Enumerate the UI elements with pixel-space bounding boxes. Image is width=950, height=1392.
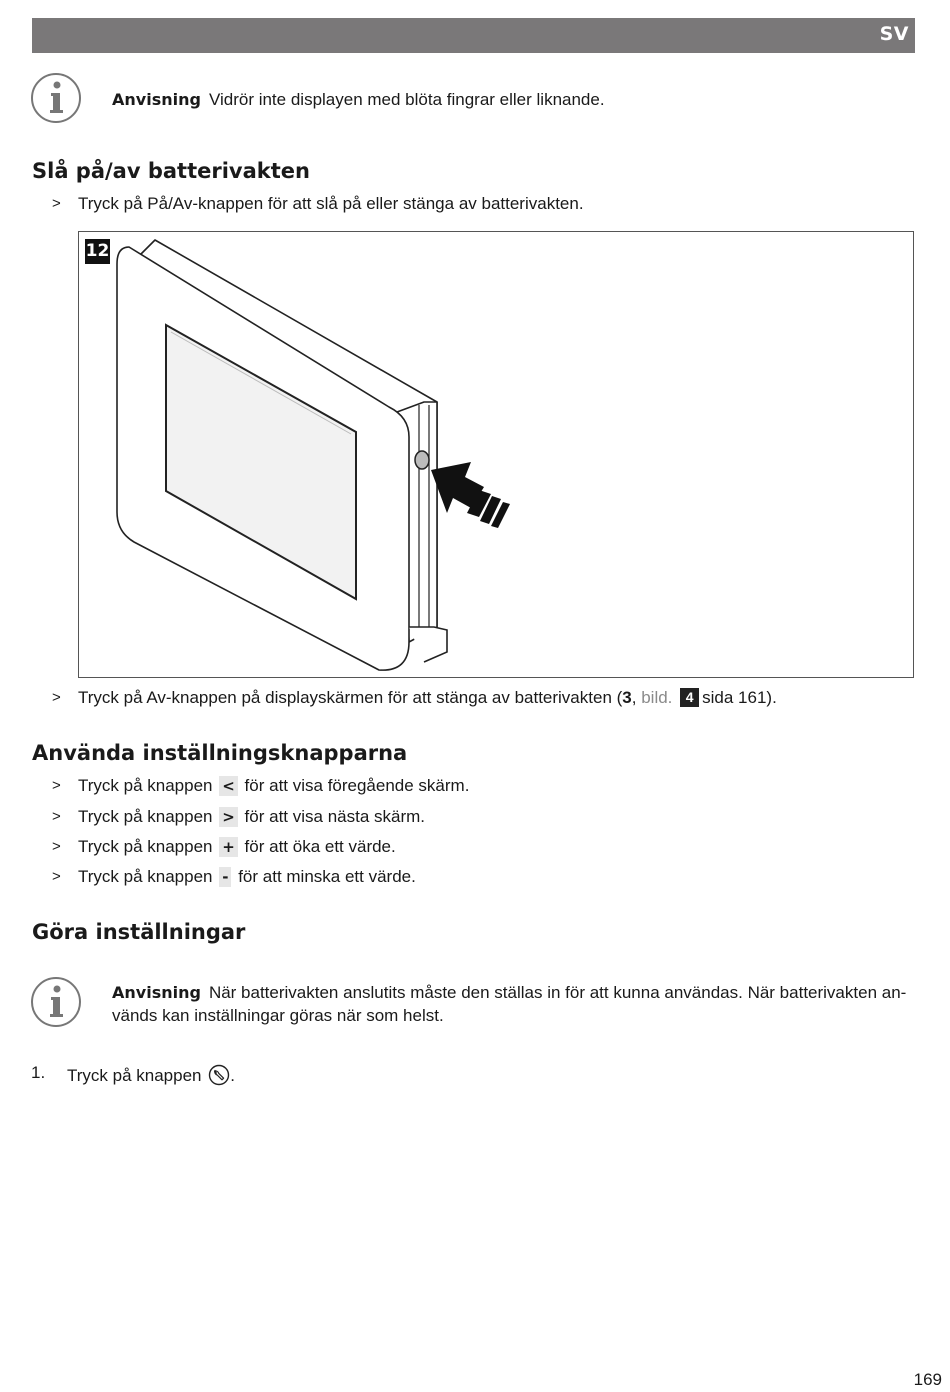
key-previous: < bbox=[219, 776, 238, 796]
figure-number: 12 bbox=[85, 239, 110, 264]
bullet-marker: > bbox=[52, 808, 61, 825]
list-item-text: Tryck på knappen - för att minska ett vä… bbox=[78, 866, 416, 888]
language-header-bar: SV bbox=[32, 18, 915, 53]
note-settings: Anvisning När batterivakten anslutits mås… bbox=[112, 981, 912, 1027]
list-item-text: Tryck på knappen > för att visa nästa sk… bbox=[78, 806, 425, 828]
text-part: för att öka ett värde. bbox=[244, 837, 396, 856]
figure-device-illustration: 12 bbox=[78, 231, 914, 678]
note-text: vänds kan inställningar göras när som he… bbox=[112, 1006, 444, 1025]
info-icon bbox=[31, 977, 81, 1027]
figure-reference-link[interactable]: bild. bbox=[641, 688, 673, 707]
section-heading-buttons: Använda inställningsknapparna bbox=[32, 741, 408, 765]
list-item: > Tryck på knappen > för att visa nästa … bbox=[0, 806, 950, 828]
list-item-text: Tryck på Av-knappen på displayskärmen fö… bbox=[78, 687, 777, 709]
text-part: för att visa föregående skärm. bbox=[244, 776, 470, 795]
list-item-text: Tryck på knappen < för att visa föregåen… bbox=[78, 775, 469, 797]
bullet-marker: > bbox=[52, 868, 61, 885]
step-number: 1. bbox=[31, 1063, 46, 1082]
figure-reference-number: 4 bbox=[680, 688, 700, 707]
text-part: för att minska ett värde. bbox=[238, 867, 416, 886]
text-part: Tryck på knappen bbox=[78, 807, 213, 826]
list-item: > Tryck på knappen - för att minska ett … bbox=[0, 866, 950, 888]
page-number: 169 bbox=[913, 1370, 942, 1389]
step-text-wrap: Tryck på knappen . bbox=[67, 1064, 235, 1087]
text-part: sida 161). bbox=[702, 688, 777, 707]
step-item: 1. Tryck på knappen . bbox=[0, 1062, 950, 1088]
list-item-text: Tryck på knappen + för att öka ett värde… bbox=[78, 836, 396, 858]
bullet-marker: > bbox=[52, 777, 61, 794]
battery-monitor-drawing bbox=[116, 239, 510, 671]
language-code: SV bbox=[879, 23, 909, 45]
list-item: > Tryck på knappen + för att öka ett vär… bbox=[0, 836, 950, 858]
note-text: När batterivakten anslutits måste den st… bbox=[208, 983, 907, 1002]
text-part: Tryck på knappen bbox=[78, 837, 213, 856]
bullet-marker: > bbox=[52, 689, 61, 706]
text-part: för att visa nästa skärm. bbox=[244, 807, 425, 826]
bullet-marker: > bbox=[52, 195, 61, 212]
key-plus: + bbox=[219, 837, 238, 857]
settings-wrench-icon bbox=[209, 1064, 230, 1086]
note-text: Vidrör inte displayen med blöta fingrar … bbox=[208, 90, 605, 109]
step-text: Tryck på knappen bbox=[67, 1066, 202, 1085]
list-item: > Tryck på Av-knappen på displayskärmen … bbox=[0, 687, 950, 709]
list-item: > Tryck på knappen < för att visa föregå… bbox=[0, 775, 950, 797]
text-part: Tryck på Av-knappen på displayskärmen fö… bbox=[78, 688, 623, 707]
key-minus: - bbox=[219, 867, 232, 887]
key-next: > bbox=[219, 807, 238, 827]
section-heading-power: Slå på/av batterivakten bbox=[32, 159, 310, 183]
step-end: . bbox=[230, 1066, 235, 1085]
text-part: , bbox=[631, 688, 642, 707]
text-part: Tryck på knappen bbox=[78, 776, 213, 795]
note-label: Anvisning bbox=[112, 90, 201, 109]
list-item: > Tryck på På/Av-knappen för att slå på … bbox=[0, 193, 950, 215]
section-heading-settings: Göra inställningar bbox=[32, 920, 246, 944]
note-warning: Anvisning Vidrör inte displayen med blöta… bbox=[112, 88, 605, 111]
reference-number: 3 bbox=[622, 688, 632, 707]
bullet-marker: > bbox=[52, 838, 61, 855]
list-item-text: Tryck på På/Av-knappen för att slå på el… bbox=[78, 194, 584, 213]
info-icon bbox=[31, 73, 81, 123]
text-part: Tryck på knappen bbox=[78, 867, 213, 886]
note-label: Anvisning bbox=[112, 983, 201, 1002]
